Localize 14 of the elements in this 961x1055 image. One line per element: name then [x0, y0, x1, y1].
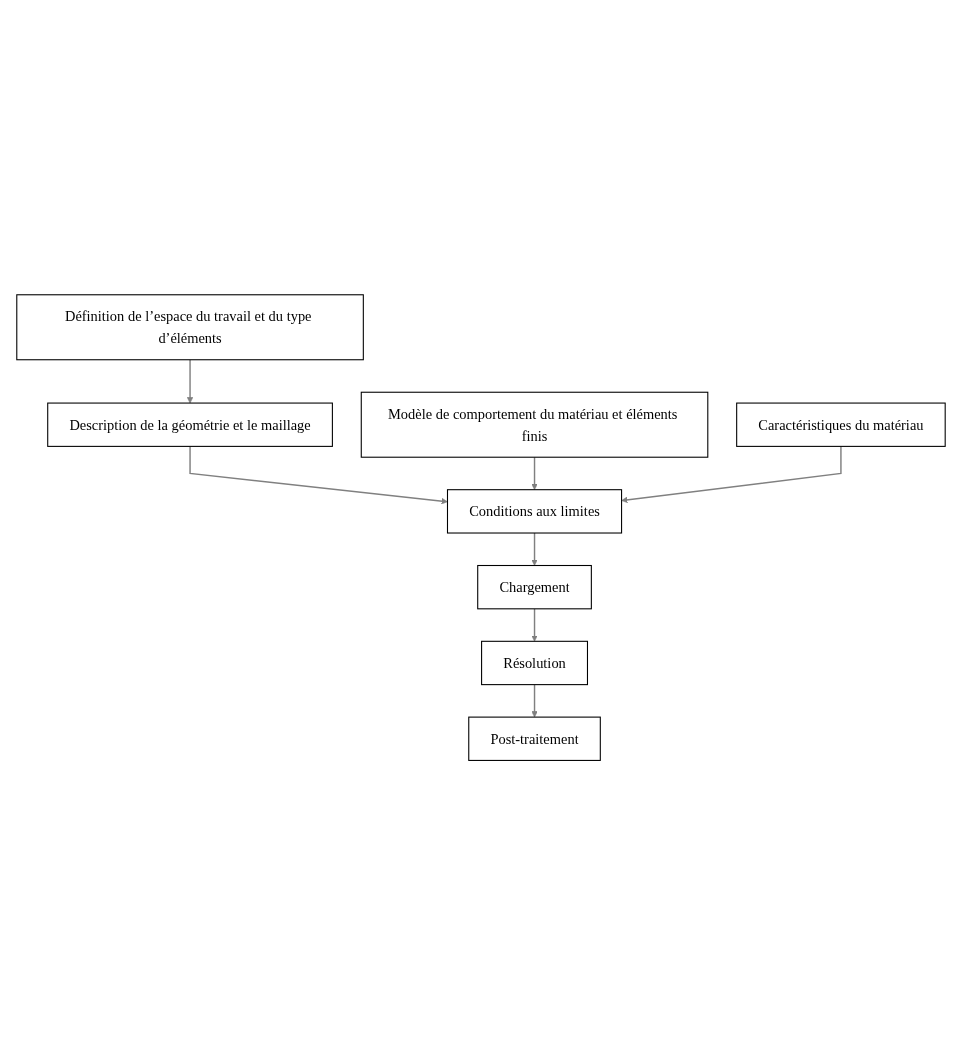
node-box: Conditions aux limites [446, 489, 622, 534]
arrow [530, 608, 538, 642]
arrow [530, 683, 538, 718]
arrow [186, 358, 193, 404]
node-box: Résolution [480, 640, 588, 686]
node-box: Définition de l’espace du travail et du type d’éléments [15, 294, 364, 361]
node-box: Description de la géométrie et le maillage [46, 402, 333, 447]
node-box: Post-traitement [467, 716, 601, 761]
arrow [530, 456, 538, 490]
node-box: Modèle de comportement du matériau et éléments finis [360, 391, 708, 458]
arrow [530, 532, 538, 566]
arrow [188, 445, 448, 505]
node-box: Chargement [476, 564, 592, 610]
node-box: Caractéristiques du matériau [735, 402, 946, 447]
